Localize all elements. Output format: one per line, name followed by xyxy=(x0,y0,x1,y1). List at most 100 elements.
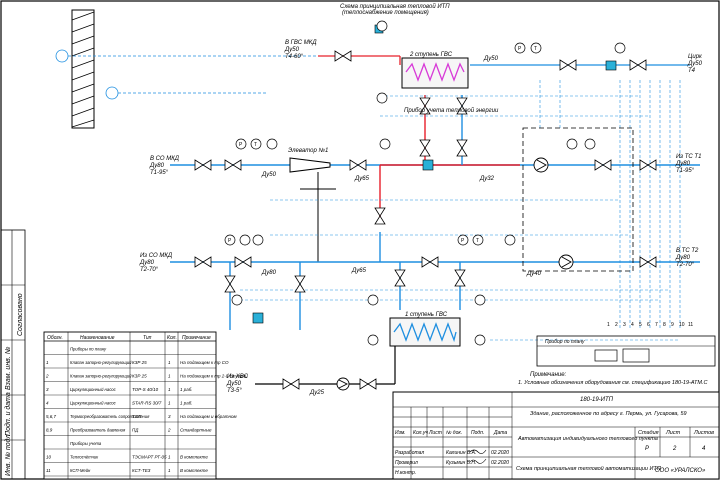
stamp-col-list: Лист xyxy=(428,430,442,436)
table-cell: В комплекте xyxy=(180,468,208,473)
stamp-sheets: 4 xyxy=(702,446,706,452)
terminal-num: 5 xyxy=(639,322,642,328)
table-cell: ПД xyxy=(132,428,139,433)
table-cell: Клапан запорно-регулирующий xyxy=(70,374,132,379)
valves xyxy=(194,50,657,390)
valve xyxy=(194,256,212,268)
valve xyxy=(456,97,468,115)
size-label: Ду32 xyxy=(479,176,495,182)
table-cell: STAR-RS 30/7 xyxy=(132,401,162,406)
pump xyxy=(558,254,574,270)
table-cell: 11 xyxy=(46,468,51,473)
stamp-address: Здание, расположенное по адресу г. Пермь… xyxy=(530,411,687,417)
valve xyxy=(349,159,367,171)
building-wall xyxy=(71,9,95,129)
table-cell: 1 раб. xyxy=(180,401,193,406)
table-cell: 8,9 xyxy=(46,428,53,433)
size-label: Ду50 xyxy=(261,172,277,178)
stamp-name-dev: Калинин В.А. xyxy=(446,450,476,456)
notes-title: Примечание: xyxy=(530,372,567,378)
stamp-role-dev: Разработал xyxy=(395,450,424,456)
valve xyxy=(294,275,306,293)
th-name: Наименование xyxy=(80,335,115,341)
valve xyxy=(234,256,252,268)
stamp-col-stage: Стадия xyxy=(638,430,659,436)
label-gvs-t: Т4-60° xyxy=(285,54,304,60)
valve xyxy=(282,378,300,390)
hex-bottom-label: 1 ступень ГВС xyxy=(405,312,448,318)
outdoor-sensors xyxy=(55,49,345,100)
title-block: 180-19-ИТП Здание, расположенное по адре… xyxy=(392,391,720,480)
label-ct-t: Т4 xyxy=(688,68,696,74)
valve xyxy=(639,256,657,268)
label-so-d: Ду80 xyxy=(139,260,155,266)
side-sign: Подп. и дата xyxy=(4,392,12,436)
stamp-name-check: Кузьмин В.Н. xyxy=(446,460,476,466)
size-label: Ду25 xyxy=(309,390,325,396)
table-cell: Циркуляционный насос xyxy=(70,401,117,406)
elevator: Элеватор №1 xyxy=(288,147,331,173)
size-label: Ду65 xyxy=(354,176,370,182)
instr-t: T xyxy=(254,142,257,148)
th-designation: Обозн. xyxy=(47,335,63,341)
size-label: Ду40 xyxy=(526,271,542,277)
stamp-date-check: 02.2020 xyxy=(491,460,509,466)
label-hvs-t: Т3-5° xyxy=(227,388,242,394)
terminal-num: 4 xyxy=(631,322,634,328)
stamp-stage: Р xyxy=(645,446,649,452)
terminal-num: 7 xyxy=(655,322,658,328)
table-cell: 1 раб. xyxy=(180,387,193,392)
valve xyxy=(639,159,657,171)
label-gvs: В ГВС МКД xyxy=(285,40,317,46)
stamp-col-izm: Изм. xyxy=(395,430,406,436)
table-cell: 1 xyxy=(168,374,171,379)
table-cell: 4 xyxy=(46,401,49,406)
label-ct: Цирк xyxy=(688,54,703,60)
valve xyxy=(421,256,439,268)
instr-p: P xyxy=(461,238,465,244)
stamp-code: 180-19-ИТП xyxy=(580,397,614,403)
table-cell: 1 xyxy=(168,455,171,460)
table-cell: Теплосчётчик xyxy=(70,455,99,460)
stamp-sheet-title: Схема принципиальная тепловой автоматиза… xyxy=(516,465,661,472)
diagram-title: Схема принципиальная тепловой ИТП xyxy=(340,3,450,10)
terminal-num: 6 xyxy=(647,322,650,328)
side-replace: Взам. инв. № xyxy=(5,346,12,390)
terminal-num: 3 xyxy=(623,322,626,328)
table-cell: 3 xyxy=(168,414,171,419)
label-ct-d: Ду50 xyxy=(687,61,703,67)
label-gvs-d: Ду50 xyxy=(284,47,300,53)
stamp-col-kol: Кол.уч xyxy=(413,430,428,436)
terminal-num: 11 xyxy=(688,322,693,328)
valve xyxy=(454,269,466,287)
stamp-col-sign: Подп. xyxy=(471,430,484,436)
size-label: Ду65 xyxy=(351,268,367,274)
table-cell: КСТ-ТЕЗ xyxy=(132,468,151,473)
table-cell: Циркуляционный насос xyxy=(70,387,117,392)
signature-dev xyxy=(469,449,487,454)
label-ts2-t: Т2-70° xyxy=(676,262,695,268)
notes-line1: 1. Условные обозначения оборудования см.… xyxy=(518,380,708,386)
stamp-sheet: 2 xyxy=(672,446,677,452)
meter-box-label: Прибор по плану xyxy=(545,339,585,345)
valve xyxy=(359,378,377,390)
side-inv: Инв. № подл. xyxy=(4,433,12,476)
label-mkd: В СО МКД xyxy=(150,156,180,162)
valve xyxy=(456,139,468,157)
terminal-num: 8 xyxy=(663,322,666,328)
th-qty: Кол. xyxy=(167,335,177,341)
stamp-col-date: Дата xyxy=(493,430,507,436)
hex-bottom: 1 ступень ГВС xyxy=(389,312,461,347)
valve xyxy=(334,50,352,62)
label-ts1: Из ТС Т1 xyxy=(676,154,701,160)
table-cell: 2 xyxy=(45,374,49,379)
valve xyxy=(224,275,236,293)
table-cell: 1 xyxy=(168,468,171,473)
table-cell: На подающем и обратном xyxy=(180,414,237,419)
stamp-role-check: Проверил xyxy=(395,460,418,466)
signature-check xyxy=(469,458,487,464)
table-cell: КЗР 25 xyxy=(132,360,147,365)
stamp-col-doc: № док. xyxy=(446,430,462,436)
